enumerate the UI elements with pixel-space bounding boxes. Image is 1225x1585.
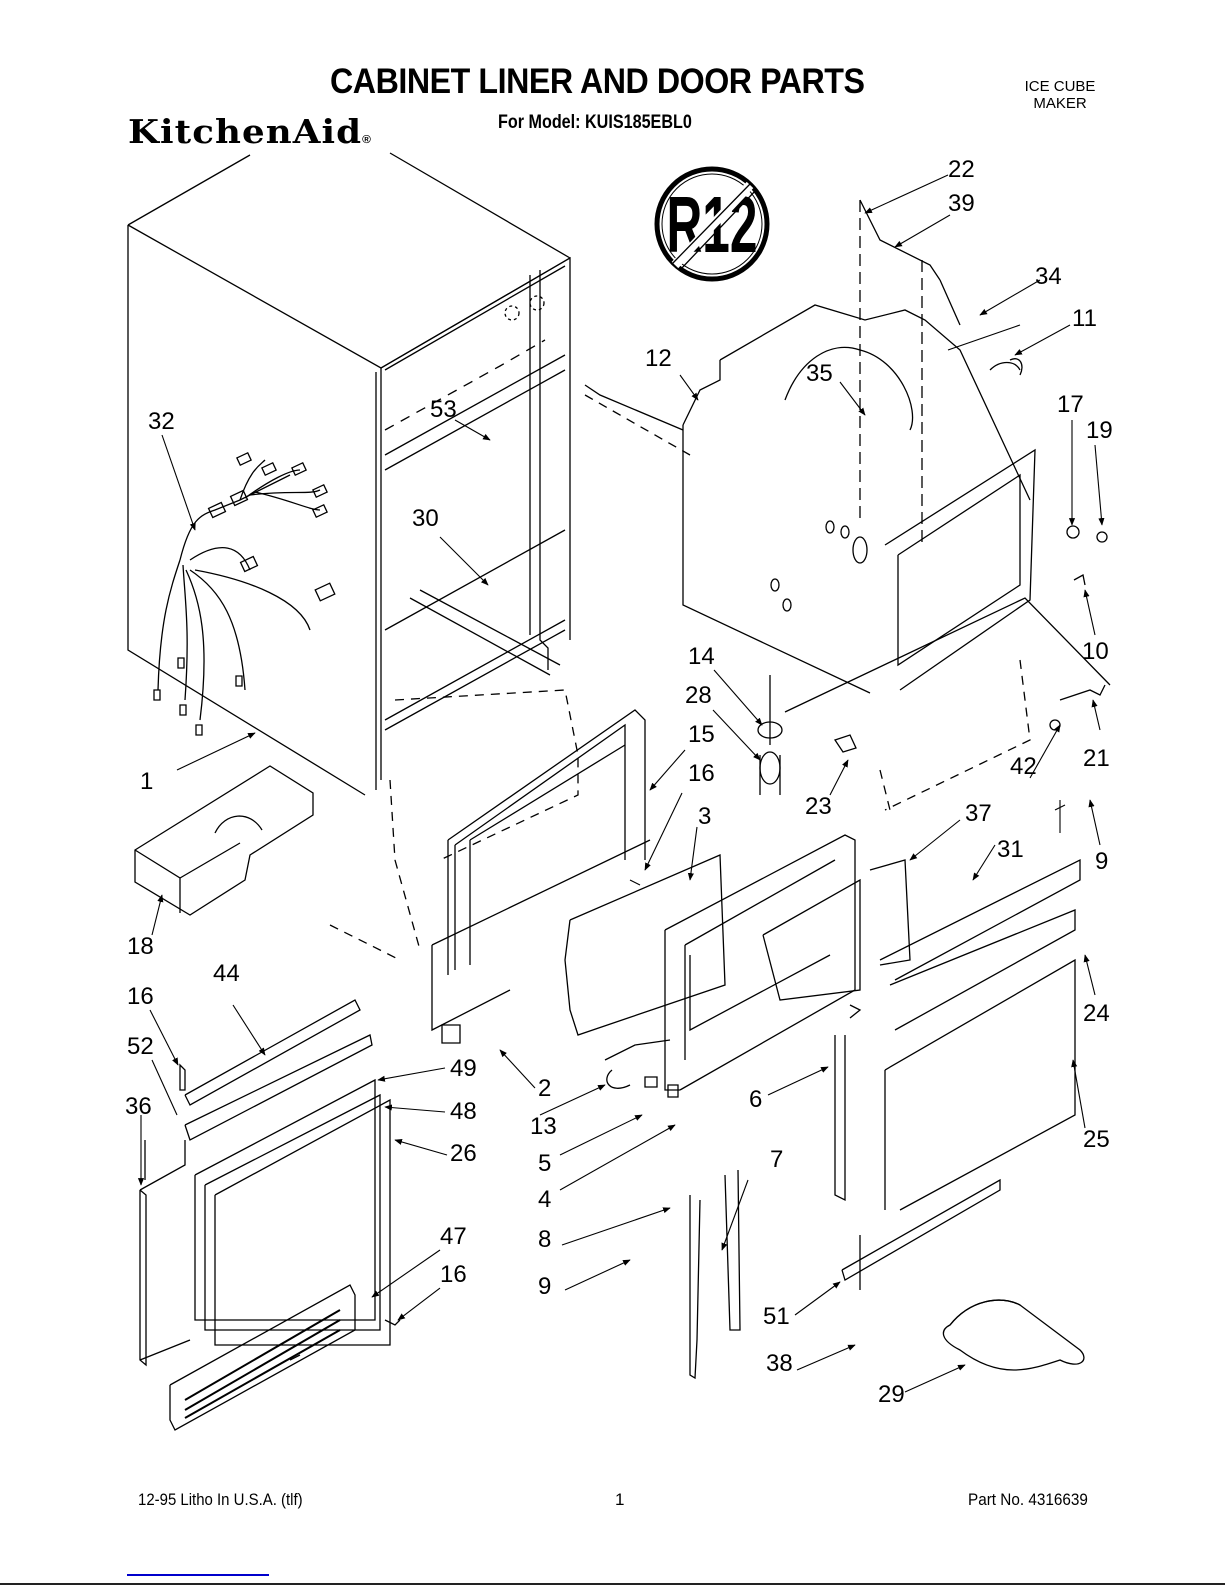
callout-16: 16 xyxy=(688,760,715,787)
callout-14: 14 xyxy=(688,643,715,670)
callout-10: 10 xyxy=(1082,638,1109,665)
hyperlink-underline[interactable] xyxy=(127,1574,269,1576)
callout-18: 18 xyxy=(127,933,154,960)
callout-5: 5 xyxy=(538,1150,552,1177)
page-title: CABINET LINER AND DOOR PARTS xyxy=(330,62,865,101)
callout-4: 4 xyxy=(538,1186,552,1213)
callout-35: 35 xyxy=(806,360,833,387)
category-line-1: ICE CUBE xyxy=(1024,78,1096,95)
brand-logo: KitchenAid® xyxy=(128,112,372,151)
callout-19: 19 xyxy=(1086,417,1113,444)
callout-47: 47 xyxy=(440,1223,467,1250)
callout-31: 31 xyxy=(997,836,1024,863)
outer-door-panel xyxy=(140,1000,400,1430)
callout-51: 51 xyxy=(763,1303,790,1330)
callout-9: 9 xyxy=(538,1273,552,1300)
callout-39: 39 xyxy=(948,190,975,217)
callout-9: 9 xyxy=(1095,848,1109,875)
callout-52: 52 xyxy=(127,1033,154,1060)
liner xyxy=(585,200,1110,810)
callout-13: 13 xyxy=(530,1113,557,1140)
callout-24: 24 xyxy=(1083,1000,1110,1027)
foam-block xyxy=(135,766,313,915)
registered-mark: ® xyxy=(362,134,372,146)
callout-25: 25 xyxy=(1083,1126,1110,1153)
page-edge-divider xyxy=(0,1583,1225,1585)
callout-12: 12 xyxy=(645,345,672,372)
print-info: 12-95 Litho In U.S.A. (tlf) xyxy=(138,1490,303,1509)
part-number: Part No. 4316639 xyxy=(968,1490,1088,1509)
callout-29: 29 xyxy=(878,1381,905,1408)
callout-22: 22 xyxy=(948,156,975,183)
callout-8: 8 xyxy=(538,1226,552,1253)
product-category: ICE CUBE MAKER xyxy=(1020,78,1100,112)
callout-23: 23 xyxy=(805,793,832,820)
callout-34: 34 xyxy=(1035,263,1062,290)
door-assembly xyxy=(565,835,1080,1210)
callout-48: 48 xyxy=(450,1098,477,1125)
model-line: For Model: KUIS185EBL0 xyxy=(498,112,692,133)
category-line-2: MAKER xyxy=(1033,95,1087,112)
callout-36: 36 xyxy=(125,1093,152,1120)
callout-16: 16 xyxy=(440,1261,467,1288)
callout-26: 26 xyxy=(450,1140,477,1167)
callout-15: 15 xyxy=(688,721,715,748)
callout-11: 11 xyxy=(1072,305,1097,332)
callout-30: 30 xyxy=(412,505,439,532)
callout-1: 1 xyxy=(140,768,154,795)
callout-17: 17 xyxy=(1057,391,1084,418)
brand-name: KitchenAid xyxy=(128,112,363,151)
callout-6: 6 xyxy=(749,1086,763,1113)
callout-21: 21 xyxy=(1083,745,1110,772)
callout-44: 44 xyxy=(213,960,240,987)
callout-leaders xyxy=(137,0,1105,1392)
callout-53: 53 xyxy=(430,396,457,423)
callout-16: 16 xyxy=(127,983,154,1010)
callout-7: 7 xyxy=(770,1146,784,1173)
callout-28: 28 xyxy=(685,682,712,709)
callout-42: 42 xyxy=(1010,753,1037,780)
callout-38: 38 xyxy=(766,1350,793,1377)
callout-2: 2 xyxy=(538,1075,552,1102)
callout-32: 32 xyxy=(148,408,175,435)
breaker-frame xyxy=(330,690,650,1043)
callout-49: 49 xyxy=(450,1055,477,1082)
no-r12-icon: R12 xyxy=(657,169,767,279)
callout-37: 37 xyxy=(965,800,992,827)
hinge-parts xyxy=(690,1170,1084,1378)
wire-harness xyxy=(154,453,335,735)
cabinet-shell xyxy=(128,153,570,795)
page-number: 1 xyxy=(615,1490,625,1509)
callout-3: 3 xyxy=(698,803,712,830)
